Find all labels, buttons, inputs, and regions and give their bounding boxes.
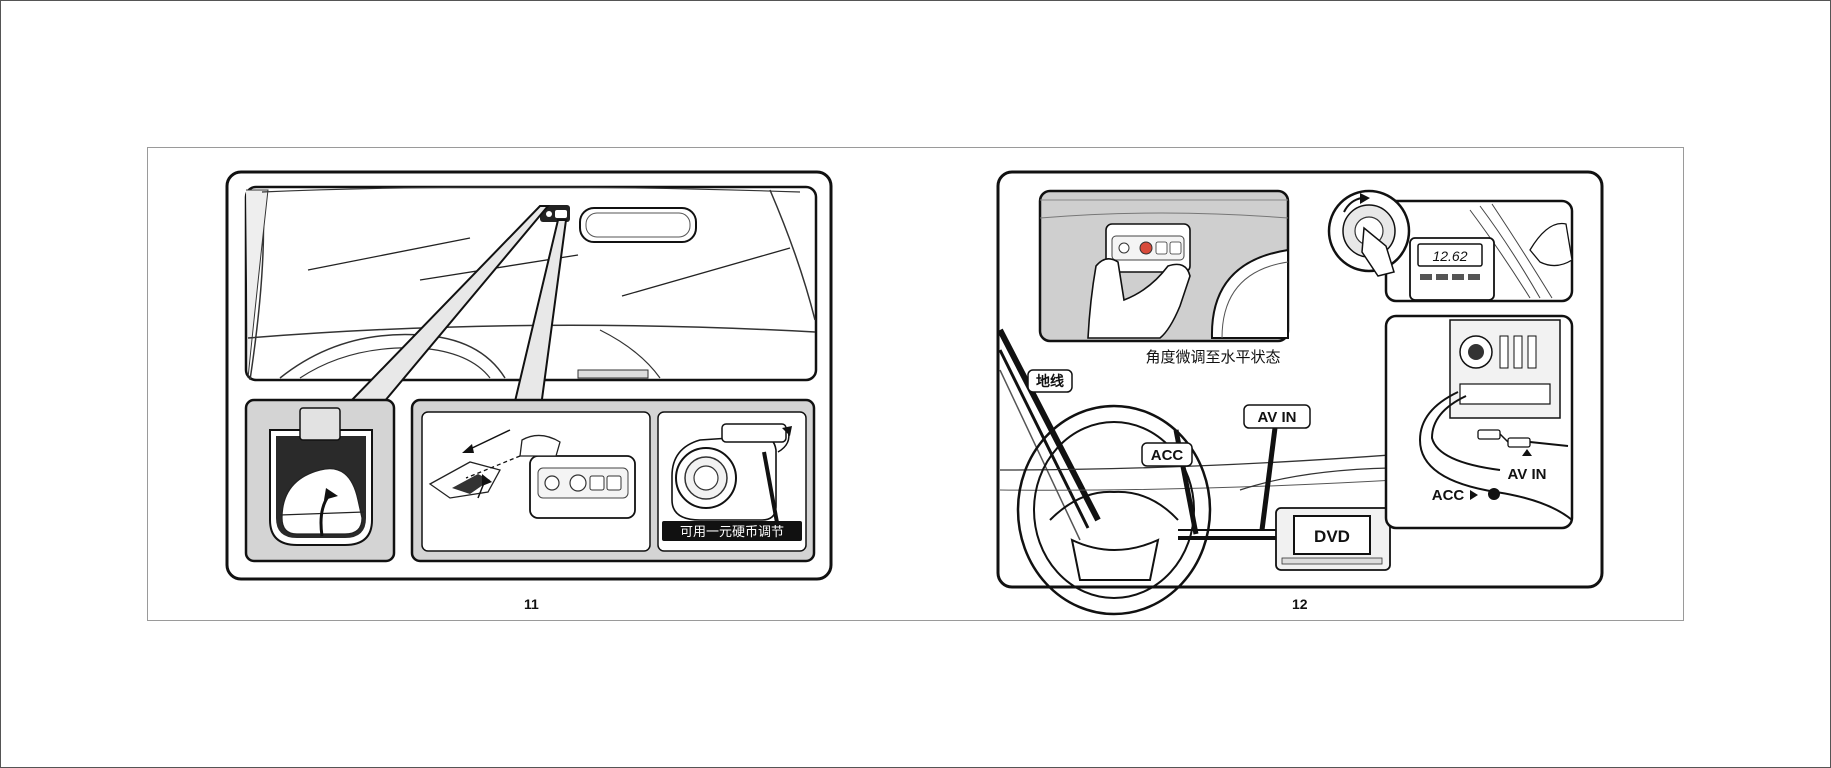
coin-adjust-inset (671, 423, 792, 529)
ground-label-box (1027, 369, 1073, 393)
page-number-11: 11 (524, 596, 539, 612)
coin-label-bg (662, 521, 802, 541)
page-number-12: 12 (1292, 596, 1308, 612)
multimeter-reading: 12.62 (1432, 248, 1467, 264)
mount-bracket-inset (244, 398, 396, 563)
acc-label-box (1141, 442, 1193, 467)
adjust-angle-inset (1038, 189, 1290, 343)
ground-wire-label: 地线 (1036, 373, 1064, 389)
manual-spread (147, 147, 1684, 621)
av-in-label-box (1243, 404, 1311, 429)
coin-adjust-label: 可用一元硬币调节 (680, 524, 784, 539)
av-in-inset-label: AV IN (1508, 466, 1547, 483)
multimeter-inset (1327, 189, 1574, 303)
adjust-angle-caption: 角度微调至水平状态 (1145, 349, 1280, 366)
av-in-label: AV IN (1258, 409, 1297, 426)
dvd-label: DVD (1314, 527, 1350, 546)
page-12-illustration (996, 170, 1604, 616)
car-interior (997, 328, 1431, 616)
page-11-illustration (225, 170, 833, 581)
acc-inset-label: ACC (1432, 487, 1465, 504)
acc-label: ACC (1151, 447, 1184, 464)
windshield-view (244, 185, 818, 382)
wiring-inset (1384, 314, 1574, 530)
